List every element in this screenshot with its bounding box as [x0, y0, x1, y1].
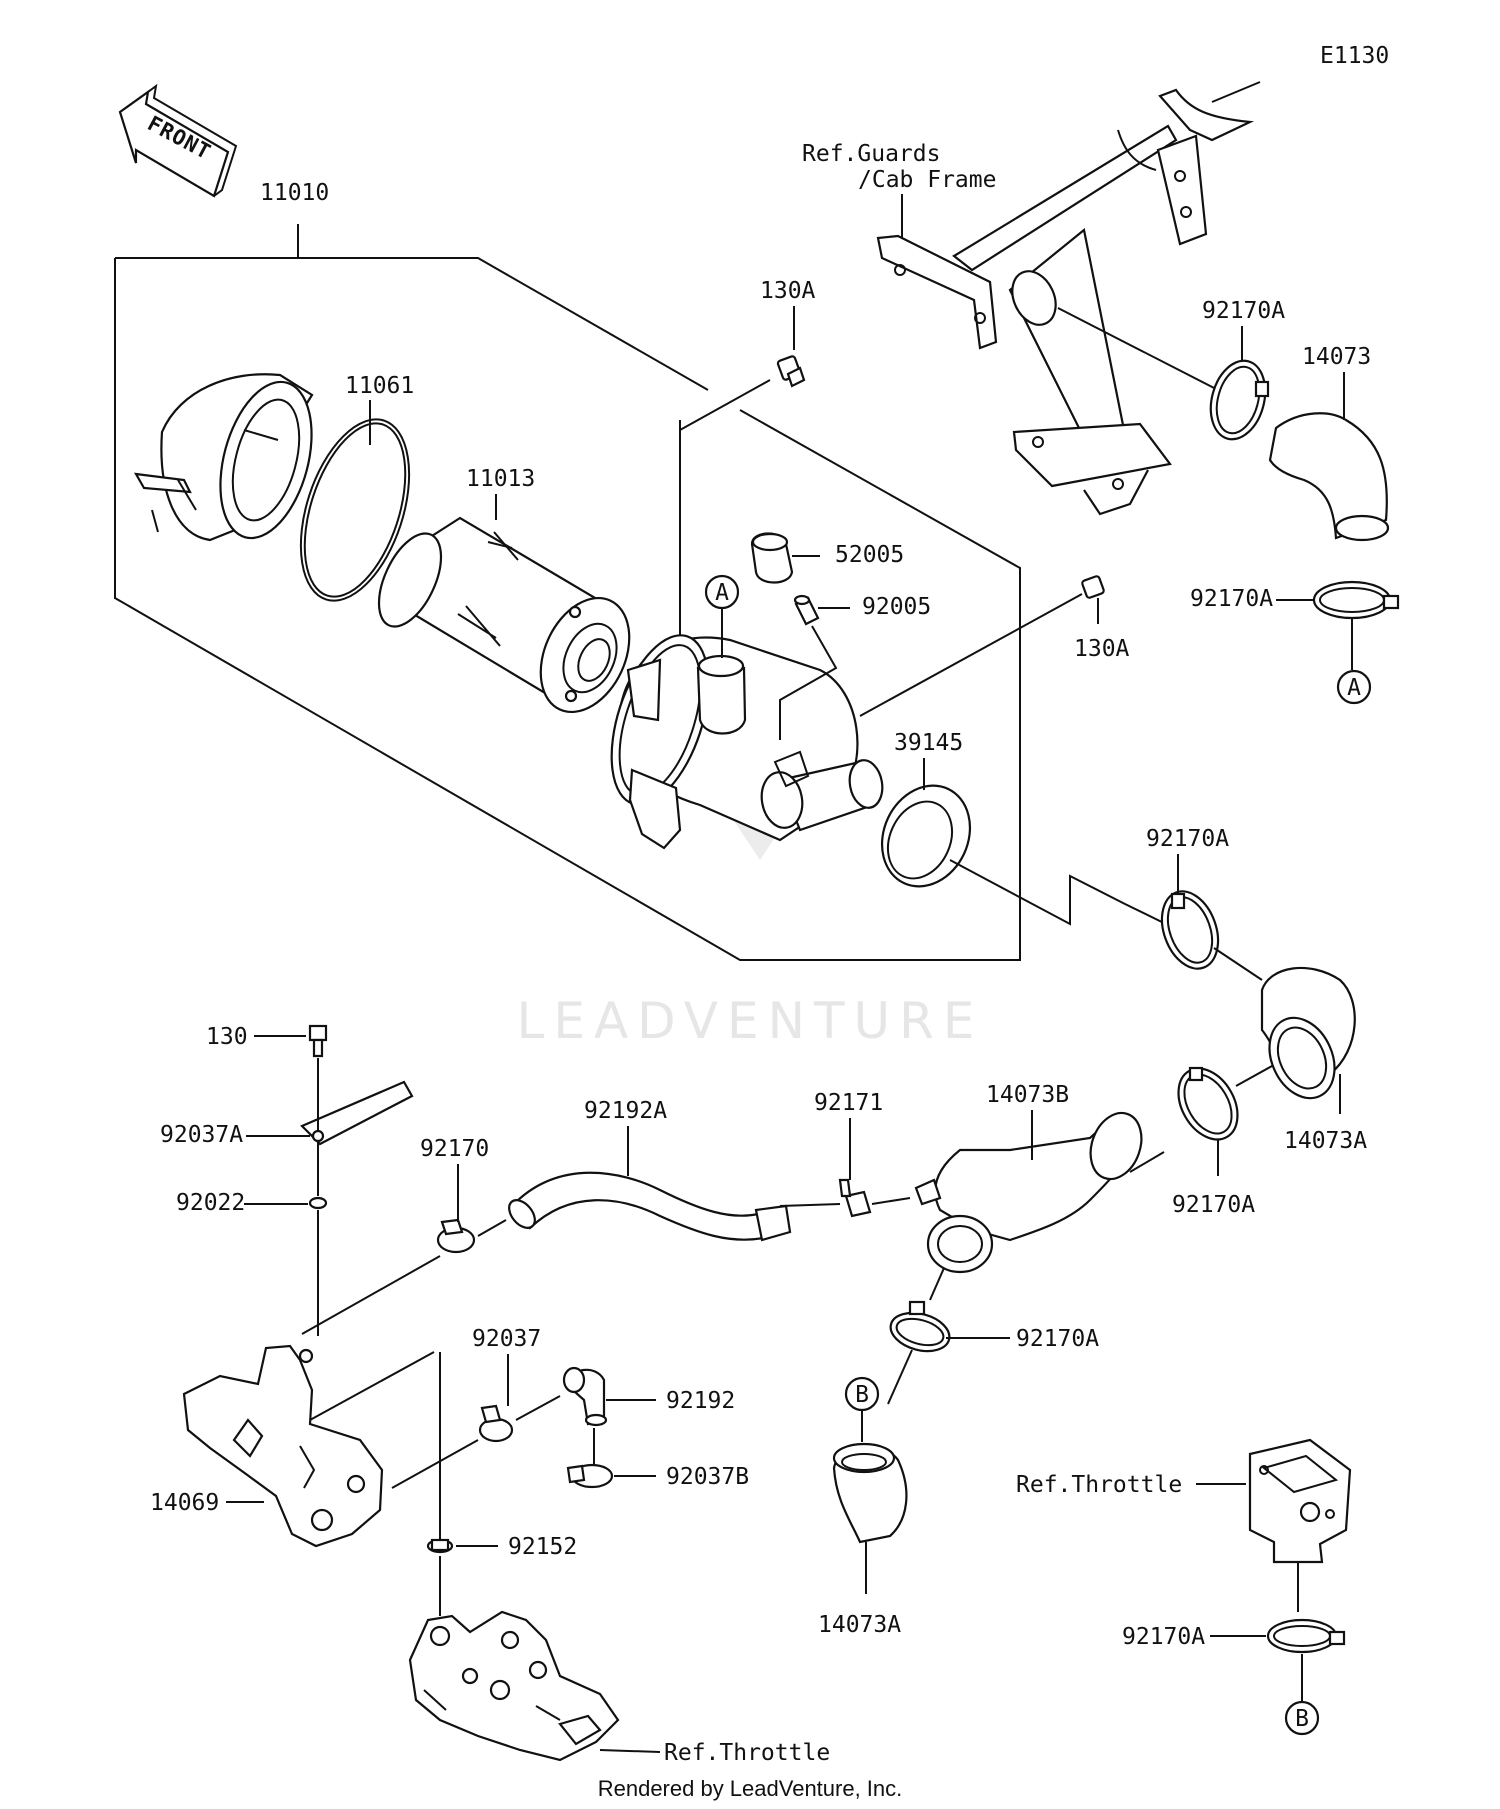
part-label-92170a-3: 92170A [1146, 826, 1229, 852]
elbow-92192 [562, 1366, 608, 1427]
part-label-14073: 14073 [1302, 344, 1371, 370]
clamp-92170a-5 [889, 1300, 951, 1353]
o-ring [299, 418, 411, 602]
fitting-92005 [793, 594, 820, 626]
part-label-92037b: 92037B [666, 1464, 749, 1490]
part-label-92005: 92005 [862, 594, 931, 620]
part-label-92170a-5: 92170A [1016, 1326, 1099, 1352]
marker-a-housing-text: A [715, 580, 729, 606]
clamp-92170a-3 [1160, 890, 1220, 970]
clamp-92037 [478, 1404, 514, 1443]
part-label-14073a-2: 14073A [818, 1612, 901, 1638]
marker-b-right [1284, 1700, 1320, 1736]
part-label-92171: 92171 [814, 1090, 883, 1116]
throttle-body-right [1248, 1438, 1352, 1564]
part-label-130a-top: 130A [760, 278, 816, 304]
part-label-92192: 92192 [666, 1388, 735, 1414]
part-label-11013: 11013 [466, 466, 535, 492]
part-label-92152: 92152 [508, 1534, 577, 1560]
bolt-130a-right [1081, 575, 1105, 599]
washer-92022 [308, 1196, 328, 1210]
clamp-92171 [838, 1178, 872, 1218]
part-label-92037: 92037 [472, 1326, 541, 1352]
air-box-housing [610, 634, 884, 850]
part-label-92170a-2: 92170A [1190, 586, 1273, 612]
ref-throttle-bottom: Ref.Throttle [664, 1740, 830, 1766]
part-label-130a-right: 130A [1074, 636, 1130, 662]
bolt-130 [308, 1024, 328, 1058]
part-label-39145: 39145 [894, 730, 963, 756]
elbow-hose-14073 [1268, 412, 1390, 542]
part-label-92037a: 92037A [160, 1122, 243, 1148]
footer-credit: Rendered by LeadVenture, Inc. [598, 1776, 903, 1801]
part-label-11010: 11010 [260, 180, 329, 206]
grommet-92152 [426, 1538, 454, 1554]
part-label-14069: 14069 [150, 1490, 219, 1516]
part-label-92170a-6: 92170A [1122, 1624, 1205, 1650]
clamp-92170a-2 [1312, 580, 1400, 620]
part-label-14073a-1: 14073A [1284, 1128, 1367, 1154]
marker-a-right [1336, 669, 1372, 705]
part-label-92170a-1: 92170A [1202, 298, 1285, 324]
strap-92037a [300, 1080, 414, 1146]
hose-14073b [914, 1111, 1143, 1274]
part-label-92192a: 92192A [584, 1098, 667, 1124]
marker-b-left-text: B [855, 1382, 869, 1408]
ref-guards-line2: /Cab Frame [858, 167, 996, 193]
throttle-body-14069 [182, 1344, 384, 1548]
intake-housing [133, 373, 314, 542]
marker-a-right-text: A [1347, 675, 1361, 701]
hose-14073a-1 [1260, 966, 1356, 1100]
part-label-52005: 52005 [835, 542, 904, 568]
marker-b-right-text: B [1295, 1706, 1309, 1732]
part-label-92022: 92022 [176, 1190, 245, 1216]
part-label-92170: 92170 [420, 1136, 489, 1162]
seal-39145 [880, 784, 972, 888]
clamp-92170 [436, 1218, 476, 1254]
clamp-92170a-4 [1177, 1066, 1239, 1141]
part-label-14073b: 14073B [986, 1082, 1069, 1108]
part-label-92170a-4: 92170A [1172, 1192, 1255, 1218]
ref-guards-line1: Ref.Guards [802, 141, 940, 167]
diagram-code: E1130 [1320, 43, 1389, 69]
throttle-body-bottom [408, 1610, 620, 1762]
front-arrow-icon: FRONT [118, 83, 238, 198]
cab-frame [876, 81, 1261, 516]
part-label-11061: 11061 [345, 373, 414, 399]
clamp-92037b [566, 1463, 614, 1489]
clamp-92170a-6 [1266, 1618, 1346, 1654]
cap-52005 [750, 532, 794, 584]
hose-92192a [508, 1171, 792, 1242]
watermark-text: LEADVENTURE [517, 992, 984, 1050]
clamp-92170a-1 [1209, 359, 1270, 441]
filter-element [377, 516, 631, 714]
bolt-130a-top [776, 355, 806, 388]
ref-throttle-right: Ref.Throttle [1016, 1472, 1182, 1498]
hose-14073a-2 [832, 1442, 908, 1544]
part-label-130: 130 [206, 1024, 248, 1050]
